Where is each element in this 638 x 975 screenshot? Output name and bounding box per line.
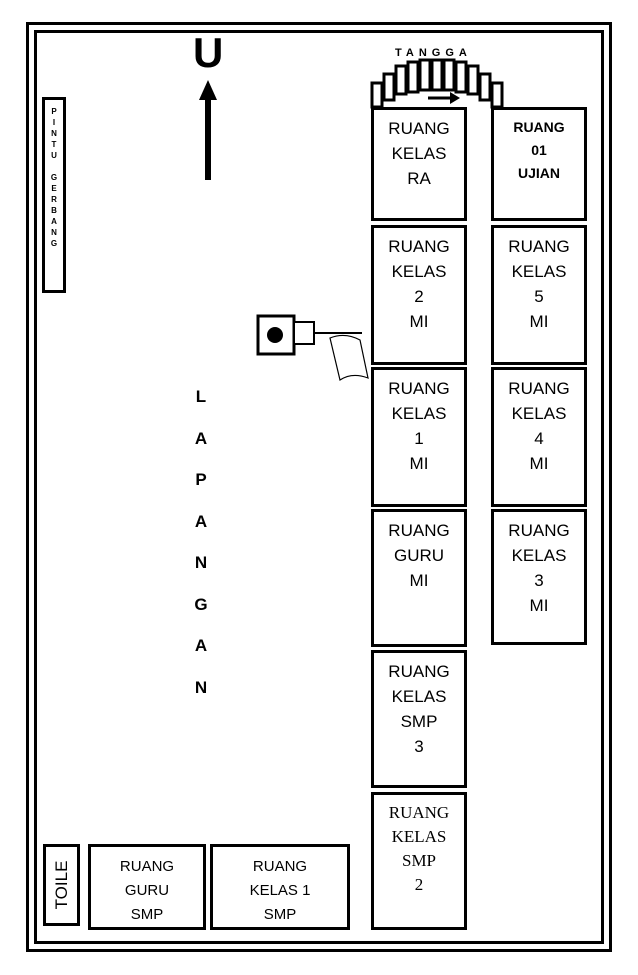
room-label: RUANG bbox=[513, 119, 565, 135]
room-guru-mi: RUANG GURU MI bbox=[371, 509, 467, 647]
field-letter: A bbox=[194, 511, 208, 531]
inner-border bbox=[34, 30, 604, 944]
room-label: 1 bbox=[414, 429, 424, 448]
room-label: MI bbox=[529, 312, 549, 331]
room-label: MI bbox=[529, 454, 549, 473]
gate-letter: G bbox=[50, 239, 58, 248]
field-letter: A bbox=[194, 636, 208, 655]
gate-letter: B bbox=[51, 206, 57, 215]
room-label: 2 bbox=[414, 287, 424, 306]
gate-letter: U bbox=[51, 151, 57, 160]
room-label: 5 bbox=[534, 287, 544, 306]
room-guru-smp: RUANG GURU SMP bbox=[88, 844, 206, 930]
room-label: 3 bbox=[534, 571, 544, 590]
room-label: MI bbox=[409, 571, 429, 590]
room-label: RUANG bbox=[388, 662, 450, 681]
room-label: KELAS bbox=[511, 404, 567, 423]
room-label: RUANG bbox=[508, 521, 570, 540]
room-kelas-1-smp: RUANG KELAS 1 SMP bbox=[210, 844, 350, 930]
room-label: MI bbox=[529, 596, 549, 615]
field-letter: N bbox=[194, 677, 208, 697]
room-label: 4 bbox=[534, 429, 544, 448]
room-label: UJIAN bbox=[517, 165, 560, 181]
room-label: RUANG bbox=[388, 803, 450, 822]
room-label: 3 bbox=[414, 737, 424, 756]
room-label: SMP bbox=[400, 712, 438, 731]
stairs-label: TANGGA bbox=[395, 47, 472, 59]
room-label: KELAS bbox=[391, 144, 447, 163]
gate-letter: E bbox=[51, 184, 57, 193]
room-kelas-5-mi: RUANG KELAS 5 MI bbox=[491, 225, 587, 365]
field-letter: L bbox=[195, 387, 207, 406]
room-label: RUANG bbox=[252, 858, 308, 875]
outer-border bbox=[26, 22, 612, 952]
room-label: KELAS bbox=[511, 546, 567, 565]
room-label: KELAS 1 bbox=[249, 882, 311, 899]
room-label: GURU bbox=[124, 882, 170, 899]
room-label: SMP bbox=[130, 906, 164, 923]
room-label: MI bbox=[409, 312, 429, 331]
toilet-label: TOILE bbox=[51, 860, 71, 910]
room-label: RUANG bbox=[119, 858, 175, 875]
room-label: RA bbox=[407, 169, 431, 188]
room-kelas-ra: RUANG KELAS RA bbox=[371, 107, 467, 221]
field-letter: P bbox=[195, 470, 207, 489]
room-label: RUANG bbox=[508, 379, 570, 398]
room-toilet: TOILE bbox=[43, 844, 80, 926]
gate-letter: G bbox=[50, 173, 58, 182]
field-label: L A P A N G A N bbox=[186, 385, 216, 717]
room-label: 01 bbox=[531, 142, 547, 158]
gate-letter: R bbox=[51, 195, 57, 204]
field-letter: N bbox=[194, 553, 208, 572]
room-label: MI bbox=[409, 454, 429, 473]
room-label: KELAS bbox=[511, 262, 567, 281]
room-label: KELAS bbox=[391, 827, 447, 846]
room-label: GURU bbox=[393, 546, 445, 565]
room-label: KELAS bbox=[391, 687, 447, 706]
gate-label: P I N T U G E R B A N G bbox=[42, 97, 66, 293]
gate-letter: I bbox=[52, 118, 56, 127]
gate-letter: N bbox=[51, 228, 57, 237]
room-label: RUANG bbox=[388, 521, 450, 540]
room-kelas-3-mi: RUANG KELAS 3 MI bbox=[491, 509, 587, 645]
room-kelas-2-mi: RUANG KELAS 2 MI bbox=[371, 225, 467, 365]
room-label: RUANG bbox=[388, 237, 450, 256]
room-kelas-smp-3: RUANG KELAS SMP 3 bbox=[371, 650, 467, 788]
room-label: SMP bbox=[401, 851, 437, 870]
room-label: KELAS bbox=[391, 404, 447, 423]
room-label: KELAS bbox=[391, 262, 447, 281]
room-label: 2 bbox=[414, 875, 424, 894]
gate-letter: P bbox=[51, 107, 57, 116]
field-letter: A bbox=[194, 428, 208, 448]
room-label: RUANG bbox=[508, 237, 570, 256]
field-letter: G bbox=[194, 594, 208, 614]
gate-letter: A bbox=[51, 217, 57, 226]
gate-letter: T bbox=[51, 140, 57, 149]
north-label: U bbox=[193, 29, 224, 76]
room-label: RUANG bbox=[388, 379, 450, 398]
room-kelas-1-mi: RUANG KELAS 1 MI bbox=[371, 367, 467, 507]
room-label: RUANG bbox=[388, 119, 450, 138]
room-ujian: RUANG 01 UJIAN bbox=[491, 107, 587, 221]
room-label: SMP bbox=[263, 906, 297, 923]
gate-letter: N bbox=[51, 129, 57, 138]
room-kelas-smp-2: RUANG KELAS SMP 2 bbox=[371, 792, 467, 930]
room-kelas-4-mi: RUANG KELAS 4 MI bbox=[491, 367, 587, 507]
